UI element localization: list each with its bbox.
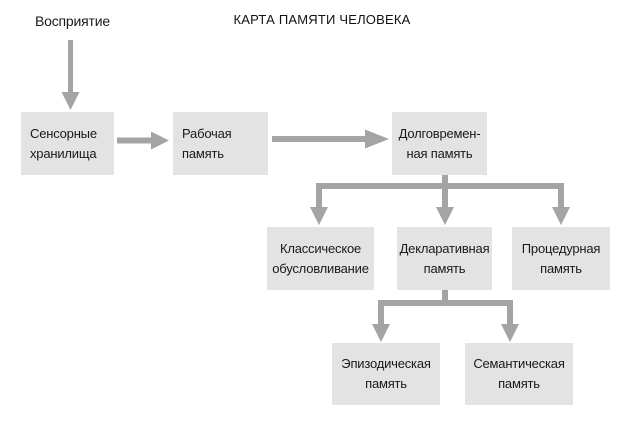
node-sensory-stores: Сенсорные хранилища — [21, 112, 114, 175]
node-working-memory: Рабочая память — [173, 112, 268, 175]
branch-longterm-to-children — [310, 175, 570, 225]
arrow-perception-to-sensory — [61, 40, 80, 110]
arrow-working-to-longterm — [272, 129, 389, 149]
node-classical-conditioning: Классическое обусловливание — [267, 227, 374, 290]
node-longterm-memory: Долговремен- ная память — [392, 112, 487, 175]
arrow-sensory-to-working — [117, 131, 169, 150]
node-episodic-memory: Эпизодическая память — [332, 343, 440, 405]
diagram-title: КАРТА ПАМЯТИ ЧЕЛОВЕКА — [233, 12, 411, 27]
node-procedural-memory: Процедурная память — [512, 227, 610, 290]
node-semantic-memory: Семантическая память — [465, 343, 573, 405]
perception-label: Восприятие — [35, 13, 110, 29]
node-declarative-memory: Декларативная память — [397, 227, 492, 290]
branch-declarative-to-children — [372, 290, 519, 342]
